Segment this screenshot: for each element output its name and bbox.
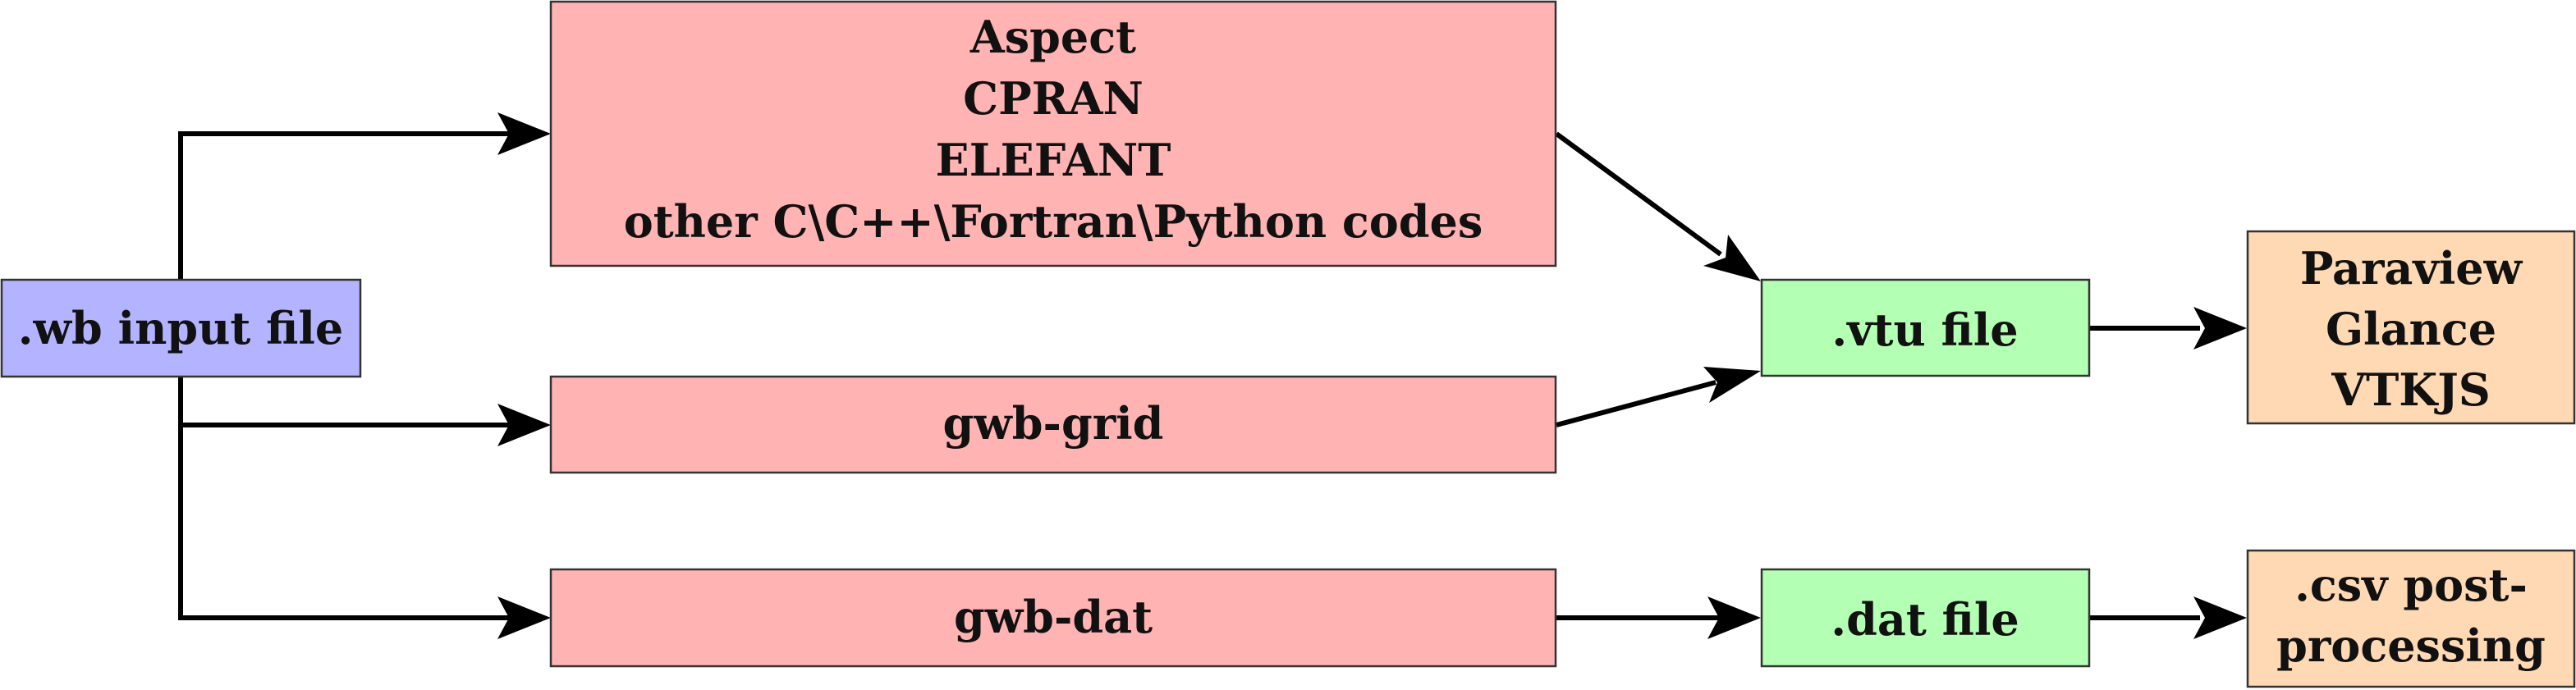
arrowhead-vtu-from-grid: [1703, 367, 1761, 403]
edge-gwb-grid-to-vtu: [1556, 380, 1717, 427]
csv-post-line-2: processing: [2276, 619, 2546, 672]
codes-box: [549, 0, 1557, 267]
edge-codes-to-vtu: [1555, 131, 1722, 257]
arrowhead-csv: [2193, 596, 2247, 639]
gwb-dat-label: gwb-dat: [954, 591, 1153, 643]
codes-node: Aspect CPRAN ELEFANT other C\C++\Fortran…: [549, 0, 1557, 267]
vtu-file-label: .vtu file: [1831, 304, 2018, 356]
arrowhead-vtu-from-codes: [1703, 235, 1761, 281]
csv-post-box: [2246, 549, 2576, 688]
gwb-grid-box: [549, 375, 1557, 474]
gwb-dat-box: [549, 568, 1557, 668]
arrowhead-codes: [497, 112, 551, 155]
edge-input-to-codes: [178, 131, 509, 279]
input-file-box: [0, 278, 362, 378]
dat-file-label: .dat file: [1831, 593, 2019, 646]
edges: [178, 131, 2200, 620]
csv-post-line-1: .csv post-: [2294, 559, 2528, 611]
gwb-grid-label: gwb-grid: [943, 397, 1164, 450]
input-file-node: .wb input file: [0, 278, 362, 378]
viewers-line-vtkjs: VTKJS: [2331, 363, 2491, 416]
input-file-label: .wb input file: [18, 302, 344, 354]
vtu-file-box: [1760, 278, 2091, 377]
arrowhead-dat-file: [1707, 596, 1761, 639]
viewers-node: Paraview Glance VTKJS: [2246, 230, 2576, 425]
viewers-box: [2246, 230, 2576, 425]
arrowhead-gwb-dat: [497, 596, 551, 639]
viewers-line-glance: Glance: [2326, 303, 2496, 355]
gwb-dat-node: gwb-dat: [549, 568, 1557, 668]
viewers-line-paraview: Paraview: [2300, 242, 2523, 295]
edge-input-to-gwb-dat: [178, 377, 509, 620]
gwb-grid-node: gwb-grid: [549, 375, 1557, 474]
dat-file-node: .dat file: [1760, 568, 2091, 668]
codes-line-cpran: CPRAN: [963, 72, 1144, 125]
codes-line-aspect: Aspect: [969, 11, 1136, 63]
edge-input-to-gwb-grid: [178, 377, 509, 427]
arrowhead-gwb-grid: [497, 404, 551, 446]
dat-file-box: [1760, 568, 2091, 668]
codes-line-elefant: ELEFANT: [936, 134, 1171, 186]
arrowheads: [497, 112, 2247, 639]
arrowhead-viewers: [2193, 307, 2247, 350]
csv-post-node: .csv post- processing: [2246, 549, 2576, 688]
codes-line-other: other C\C++\Fortran\Python codes: [624, 195, 1483, 248]
vtu-file-node: .vtu file: [1760, 278, 2091, 377]
